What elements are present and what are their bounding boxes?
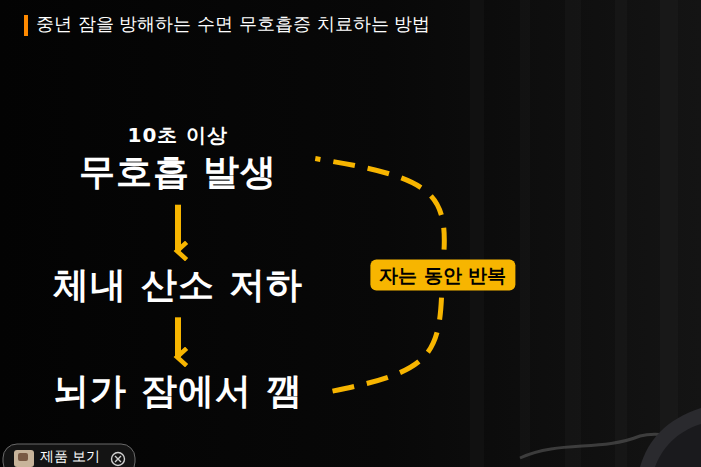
flow-arrow: [175, 317, 181, 357]
step-text: 무호흡 발생: [79, 152, 278, 192]
product-button: [3, 444, 135, 467]
step-note: 10초 이상: [79, 124, 278, 146]
person-shoulder: [640, 408, 701, 467]
product-thumbnail: [14, 450, 34, 467]
flow-step: 10초 이상무호흡 발생: [73, 114, 284, 203]
step-text: 체내 산소 저하: [53, 265, 302, 305]
curtain-folds: [470, 0, 678, 467]
title-bar: [24, 15, 28, 36]
flow-arrow: [175, 205, 181, 251]
close-icon-cross: [115, 456, 121, 462]
loop-label: 자는 동안 반복: [370, 259, 515, 290]
button-label: 제품 보기: [40, 446, 100, 466]
product-thumbnail-detail: [18, 453, 28, 461]
flow-step: 체내 산소 저하: [47, 255, 308, 315]
person-shadow: [655, 424, 701, 467]
page-title: 중년 잠을 방해하는 수면 무호흡증 치료하는 방법: [36, 12, 430, 36]
step-text: 뇌가 잠에서 깸: [53, 371, 302, 411]
close-icon: [112, 453, 125, 466]
flow-step: 뇌가 잠에서 깸: [47, 361, 308, 421]
